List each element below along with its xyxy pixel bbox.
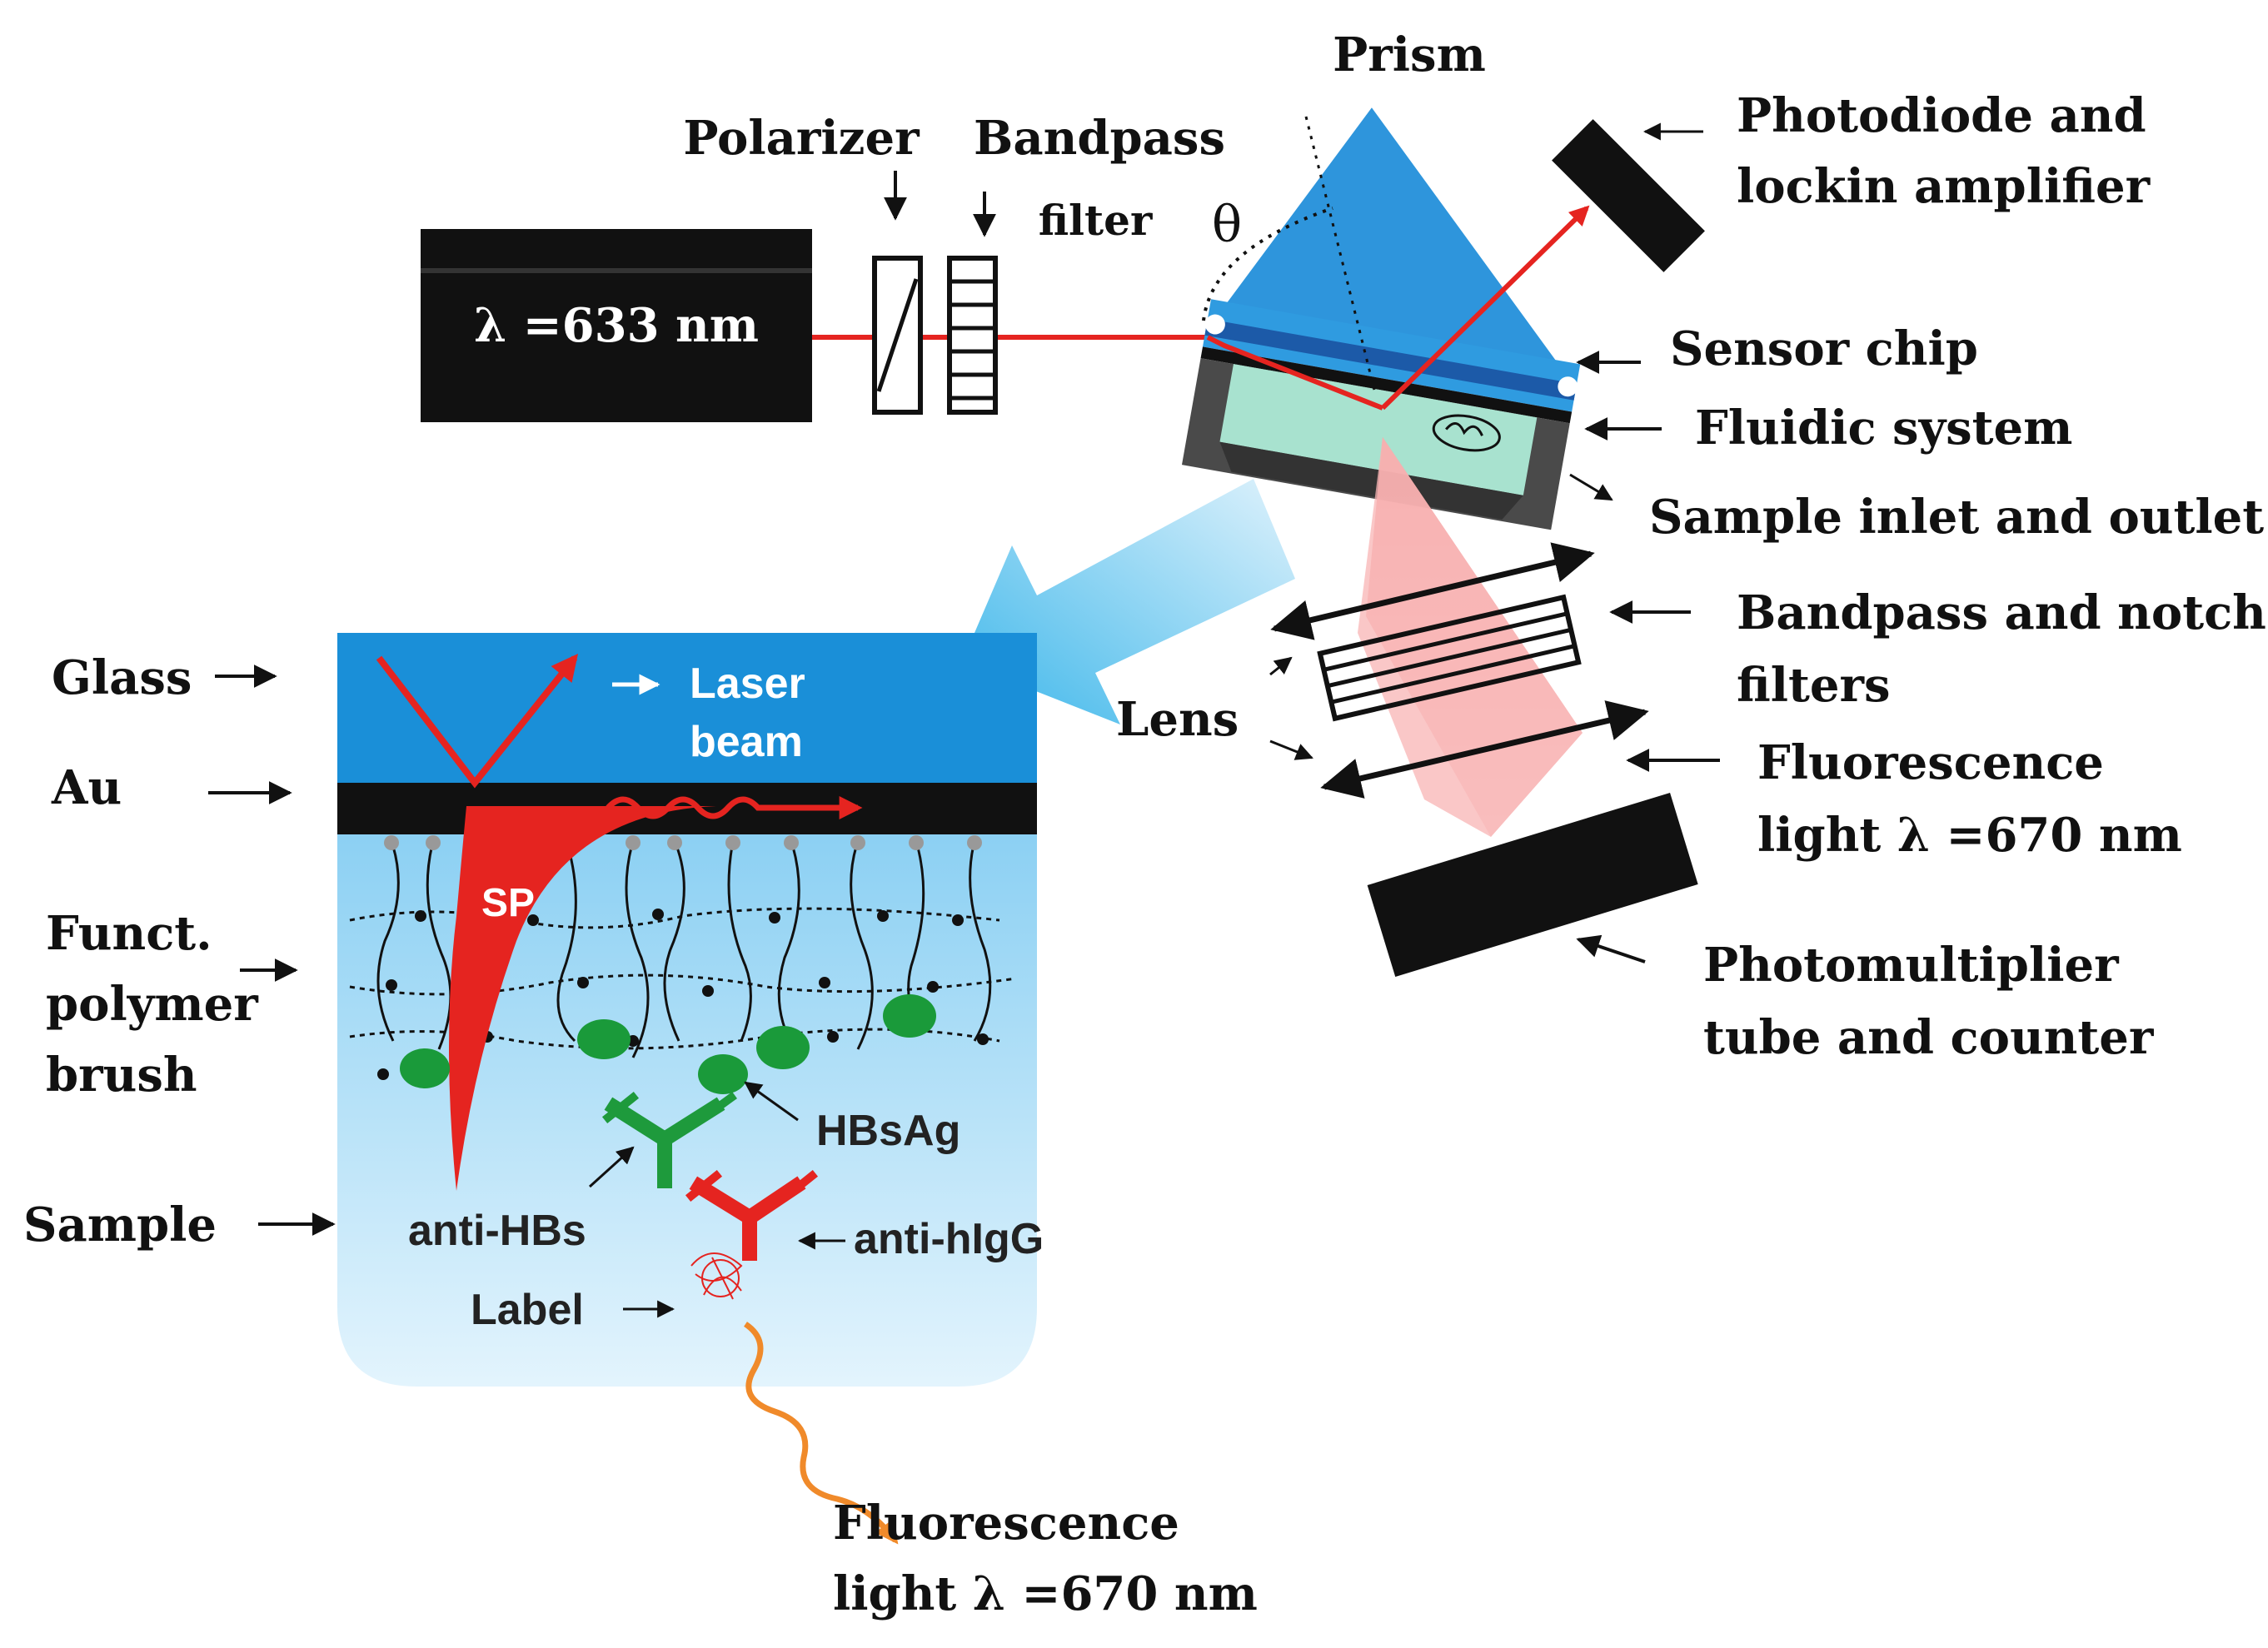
glass-label: Glass <box>52 650 192 705</box>
zoom-arrow <box>962 479 1295 724</box>
hbsag-antigens <box>400 994 936 1094</box>
anti-higg-antibody <box>685 1169 819 1261</box>
lens-lower <box>1320 700 1649 799</box>
inset-fluorescence-label-line2: light λ =670 nm <box>833 1566 1258 1621</box>
setup-fluorescence-label-line1: Fluorescence <box>1757 735 2104 790</box>
prism-normal-line <box>1304 116 1376 391</box>
au-label: Au <box>51 760 122 815</box>
prism-label: Prism <box>1333 27 1486 82</box>
hbsag-pointer <box>744 1081 799 1122</box>
filters-label-line1: Bandpass and notch <box>1737 585 2266 640</box>
fluorescent-label <box>690 1252 743 1300</box>
reflected-beam <box>1380 205 1590 411</box>
bandpass-filter-label-line2: filter <box>1039 196 1153 245</box>
anti-higg-label: anti-hIgG <box>854 1215 1044 1263</box>
funct-label-line3: brush <box>46 1048 197 1103</box>
pmt-label-line2: tube and counter <box>1703 1010 2155 1065</box>
filters-label-line2: filters <box>1737 658 1891 713</box>
fluorescence-emission-arrow <box>743 1322 899 1545</box>
surface-plasmon-field <box>449 806 716 1191</box>
funct-label-line1: Funct. <box>46 906 212 961</box>
polarizer <box>872 256 923 415</box>
photomultiplier-pointer <box>1576 934 1646 963</box>
laser-source: λ =633 nm <box>421 229 812 422</box>
sample-inlet-outlet-label: Sample inlet and outlet <box>1649 490 2264 545</box>
inset-laser-label-line2: beam <box>690 718 803 766</box>
refracted-beam <box>1206 335 1384 411</box>
surface-inset: SP Laser <box>337 633 1037 1387</box>
lens-upper <box>1270 542 1595 640</box>
gold-layer <box>337 783 1037 834</box>
lens-label: Lens <box>1116 692 1239 747</box>
lens-pointer-upper <box>1269 656 1293 676</box>
funct-label-line2: polymer <box>46 977 259 1032</box>
notch-filters <box>1317 594 1582 722</box>
hbsag-label: HBsAg <box>816 1107 960 1155</box>
polymer-brush <box>376 840 992 1058</box>
bandpass-filter <box>947 256 998 415</box>
polarizer-label: Polarizer <box>683 111 920 166</box>
inset-laser-label-line1: Laser <box>690 660 805 708</box>
lens-pointer-lower <box>1269 739 1313 760</box>
bandpass-filter-label-line1: Bandpass <box>974 111 1225 166</box>
inset-laser-beam <box>376 654 578 789</box>
sample-label: Sample <box>23 1197 217 1252</box>
photodiode-label-line1: Photodiode and <box>1737 88 2146 143</box>
anti-hbs-pointer <box>588 1146 635 1188</box>
sp-label: SP <box>481 881 535 925</box>
setup-fluorescence-label-line2: light λ =670 nm <box>1757 808 2182 863</box>
pmt-label-line1: Photomultiplier <box>1703 938 2120 993</box>
photodiode <box>1552 119 1705 272</box>
glass-layer <box>337 633 1037 783</box>
label-label: Label <box>471 1286 584 1334</box>
plasmon-propagation-arrow <box>606 796 863 819</box>
photodiode-label-line2: lockin amplifier <box>1737 159 2151 214</box>
laser-wavelength-label: λ =633 nm <box>474 298 759 353</box>
anti-hbs-antibody <box>601 1091 737 1188</box>
prism <box>1222 107 1563 370</box>
fluidic-system-label: Fluidic system <box>1695 401 2072 456</box>
sample-outlet-pointer <box>1569 473 1613 501</box>
inset-fluorescence-label-line1: Fluorescence <box>833 1496 1179 1551</box>
prism-sensor-assembly <box>1181 107 1581 530</box>
theta-label: θ <box>1212 196 1242 254</box>
anti-hbs-label: anti-HBs <box>408 1207 586 1255</box>
sensor-chip-label: Sensor chip <box>1670 321 1978 376</box>
photomultiplier-tube <box>1367 792 1698 978</box>
